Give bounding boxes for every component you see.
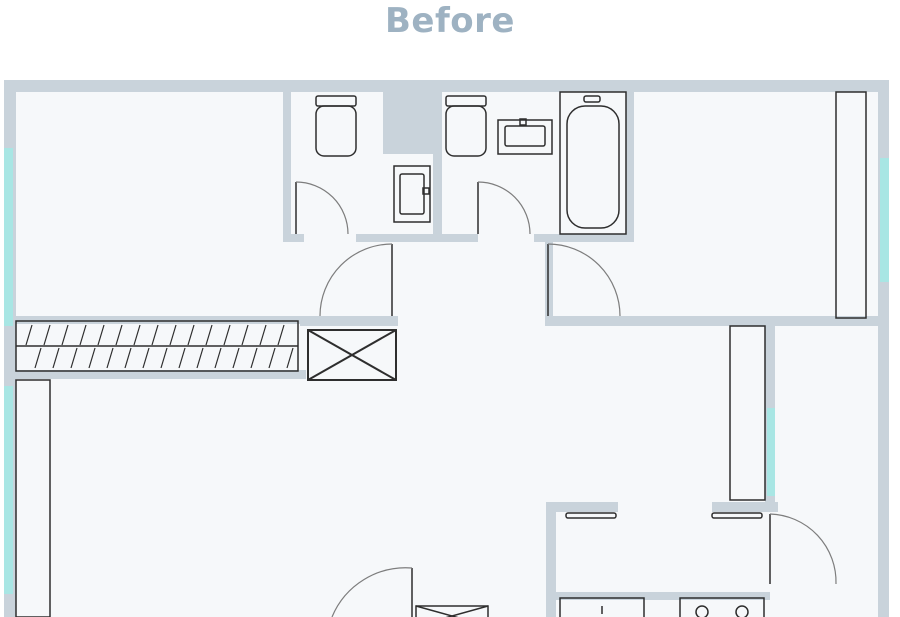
hatch-line	[286, 347, 294, 369]
hatch-line	[25, 324, 33, 346]
hatch-line	[115, 324, 123, 346]
fixtures	[15, 91, 867, 617]
hatch-line	[70, 347, 78, 369]
hatch-line	[88, 347, 96, 369]
hatch-line	[268, 347, 276, 369]
wall-bath-divider	[433, 92, 442, 242]
door-utility	[769, 513, 837, 585]
floor-area	[6, 84, 888, 617]
hatch-line	[79, 324, 87, 346]
hatch-line	[241, 324, 249, 346]
hatch-line	[97, 324, 105, 346]
hatch-line	[124, 347, 132, 369]
kitchen-counter-icon	[559, 597, 645, 617]
toilet-1-icon	[315, 95, 357, 157]
hatch-line	[43, 324, 51, 346]
bathtub-icon	[559, 91, 627, 235]
kitchen-radiator-1	[565, 512, 617, 519]
page-title: Before	[385, 1, 515, 41]
hatch-line	[151, 324, 159, 346]
wall-bath-east	[626, 92, 634, 242]
wall-bath-west	[283, 92, 291, 242]
door-living-room	[331, 567, 413, 617]
wall-kitchen-west	[546, 502, 556, 617]
radiator-strip-icon	[15, 320, 299, 372]
wardrobe-utility-icon	[729, 325, 766, 501]
hatch-line	[223, 324, 231, 346]
wall-kitchen-top	[546, 502, 618, 512]
hatch-line	[259, 324, 267, 346]
hatch-line	[232, 347, 240, 369]
kitchen-radiator-2	[711, 512, 763, 519]
wall-kitchen-bottom	[556, 592, 770, 600]
hatch-line	[34, 347, 42, 369]
toilet-2-icon	[445, 95, 487, 157]
hatch-line	[52, 347, 60, 369]
hatch-line	[169, 324, 177, 346]
door-toilet-1	[295, 181, 349, 235]
hatch-line	[205, 324, 213, 346]
wall-east	[878, 80, 889, 617]
wall-nw-bottom	[16, 316, 316, 324]
wall-west-corridor-top	[16, 370, 306, 379]
sink-2-icon	[497, 118, 553, 155]
hatch-line	[196, 347, 204, 369]
hatch-line	[214, 347, 222, 369]
wall-ne-bottom	[545, 316, 878, 326]
window-east-upper	[880, 158, 889, 282]
door-bedroom-northwest	[319, 243, 393, 317]
door-toilet-2	[477, 181, 531, 235]
hatch-line	[250, 347, 258, 369]
window-utility	[767, 408, 775, 496]
wall-bath-bottom-left	[283, 234, 304, 242]
door-bedroom-northeast	[547, 243, 621, 317]
wall-ne-doorpost	[545, 240, 553, 326]
wall-north	[4, 80, 889, 92]
storage-box-icon	[415, 605, 489, 617]
wall-bath-shaft	[383, 92, 433, 154]
hatch-line	[142, 347, 150, 369]
hatch-line	[106, 347, 114, 369]
sink-1-icon	[393, 165, 431, 223]
hatch-line	[133, 324, 141, 346]
wall-bath-bottom-mid1	[356, 234, 478, 242]
stove-icon	[679, 597, 765, 617]
hatch-line	[61, 324, 69, 346]
wall-hall-stub	[300, 316, 398, 326]
windows	[4, 148, 889, 594]
hatch-line	[160, 347, 168, 369]
wardrobe-east-icon	[835, 91, 867, 319]
hatch-line	[187, 324, 195, 346]
doors	[295, 181, 837, 617]
window-west-lower	[4, 386, 13, 594]
hatch-line	[277, 324, 285, 346]
radiator-hatches	[25, 324, 294, 369]
window-west-upper	[4, 148, 13, 326]
wall-utility-bottom	[712, 502, 778, 512]
shaft-box-icon	[307, 329, 397, 381]
wardrobe-west-icon	[15, 379, 51, 617]
hatch-line	[178, 347, 186, 369]
wall-bath-bottom-mid2	[534, 234, 634, 242]
